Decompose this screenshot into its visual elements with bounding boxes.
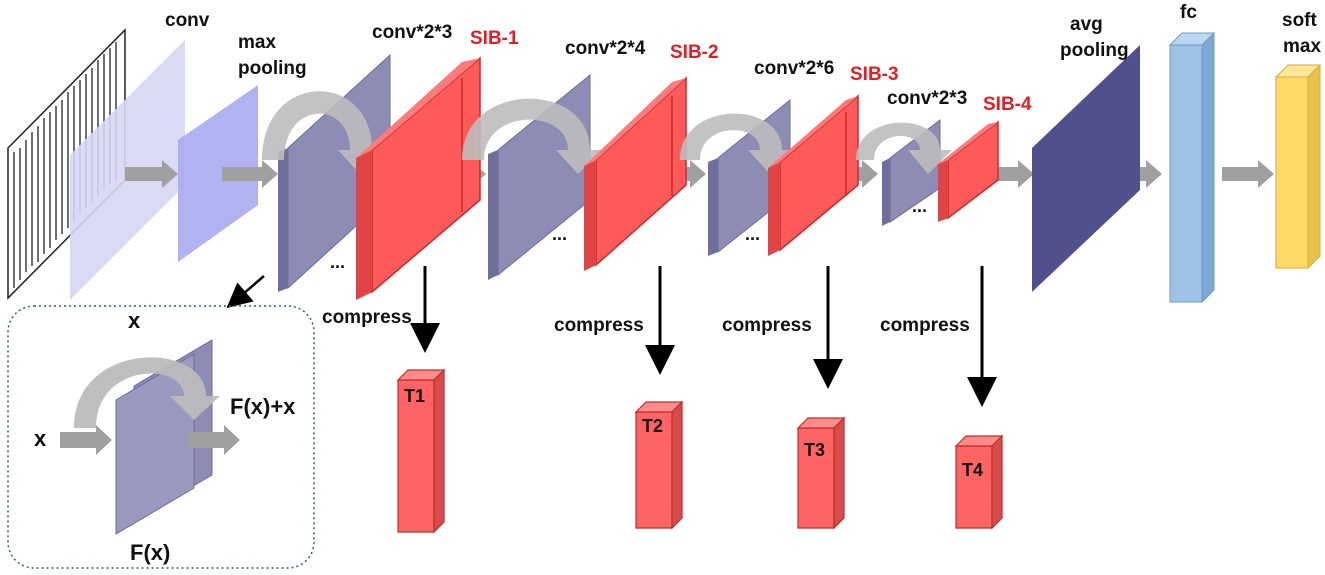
- stage-4-block: [856, 118, 999, 226]
- stage-4-conv-label: conv*2*3: [887, 88, 967, 109]
- stage-4-sib-label: SIB-4: [983, 94, 1032, 115]
- inset-output-arrow: [188, 425, 240, 455]
- residual-block-inset: [7, 305, 315, 569]
- stage-2-conv-label: conv*2*4: [565, 38, 646, 59]
- t3-label: T3: [804, 440, 825, 460]
- t4-box: [954, 434, 1004, 530]
- max-pooling-label-2: pooling: [238, 58, 307, 79]
- fc-layer-bar: [1168, 31, 1216, 304]
- fc-label: fc: [1180, 2, 1197, 23]
- skip-connection-arrow-1: [262, 91, 386, 174]
- inset-fx-plus-x-label: F(x)+x: [230, 394, 296, 419]
- stage-1-conv-label: conv*2*3: [372, 22, 452, 43]
- inset-pointer-arrow: [226, 275, 265, 309]
- stage-2-sib-label: SIB-2: [670, 42, 719, 63]
- compress-label-4: compress: [880, 315, 970, 336]
- inset-skip-connection-arrow: [74, 357, 220, 428]
- stage-1-sib-label: SIB-1: [470, 28, 519, 49]
- skip-connection-arrow-4: [856, 122, 952, 174]
- stage-2-block: [462, 73, 687, 280]
- skip-connection-arrow-3: [680, 113, 796, 174]
- conv-label: conv: [165, 10, 210, 31]
- stage-3-sib-label: SIB-3: [850, 64, 899, 85]
- avg-pooling-plane: [1032, 45, 1140, 292]
- t3-box: [796, 416, 846, 530]
- inset-x-top-label: x: [128, 308, 141, 333]
- pooling-layer-plane: [178, 85, 258, 262]
- t2-label: T2: [642, 416, 663, 436]
- compress-label-2: compress: [554, 315, 644, 336]
- avg-pooling-label-2: pooling: [1060, 40, 1129, 61]
- t4-label: T4: [962, 460, 983, 480]
- stage-3-conv-label: conv*2*6: [754, 58, 834, 79]
- softmax-layer-bar: [1274, 63, 1322, 270]
- continuation-dots-3: ...: [745, 224, 760, 244]
- softmax-label-1: soft: [1282, 10, 1318, 31]
- inset-fx-label: F(x): [130, 540, 170, 565]
- t1-label: T1: [404, 386, 425, 406]
- stage-1-block: [262, 53, 481, 300]
- avg-pooling-label-1: avg: [1070, 14, 1103, 35]
- compress-branches: [410, 266, 997, 407]
- inset-x-left-label: x: [34, 426, 47, 451]
- t1-box: [396, 368, 446, 534]
- softmax-label-2: max: [1283, 36, 1321, 57]
- stage-3-block: [680, 94, 859, 256]
- continuation-dots-4: ...: [912, 196, 927, 216]
- continuation-dots-2: ...: [552, 224, 567, 244]
- max-pooling-label-1: max: [238, 32, 276, 53]
- inset-input-arrow: [60, 425, 112, 455]
- t2-box: [634, 400, 684, 530]
- continuation-dots-1: ...: [330, 252, 345, 272]
- compress-label-1: compress: [322, 307, 412, 328]
- skip-connection-arrow-2: [462, 98, 604, 174]
- compress-label-3: compress: [722, 315, 812, 336]
